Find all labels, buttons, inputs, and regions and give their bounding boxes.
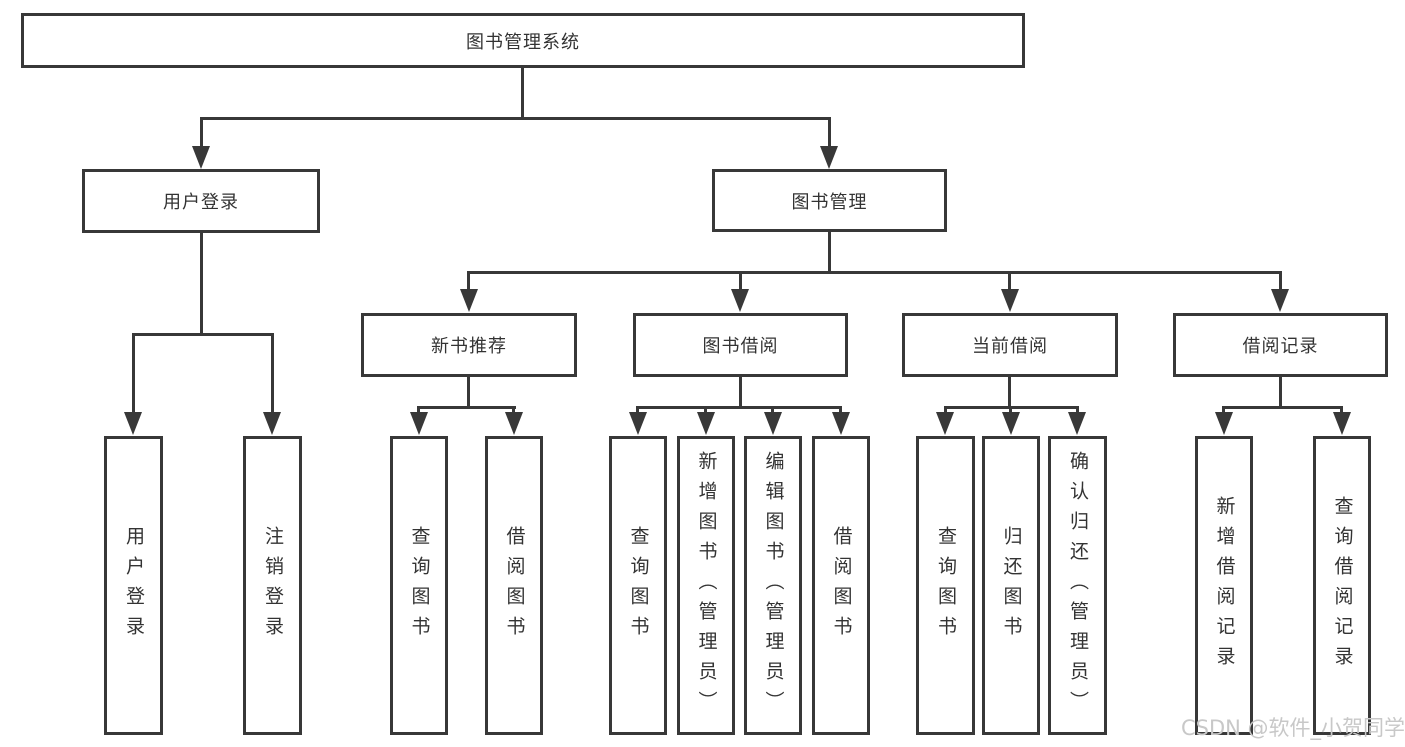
leaf-record-add-borrow-record: 新增借阅记录 — [1195, 436, 1253, 735]
connector-leaf-drop — [417, 406, 420, 416]
arrow-down-icon — [1215, 412, 1233, 435]
connector-to-leaf-user-login — [132, 333, 135, 414]
leaf-borrow-query-book: 查询图书 — [609, 436, 667, 735]
leaf-newbook-query-book: 查询图书 — [390, 436, 448, 735]
leaf-user-login: 用户登录 — [104, 436, 163, 735]
arrow-down-icon — [832, 412, 850, 435]
arrow-down-icon — [820, 146, 838, 169]
node-current-borrow: 当前借阅 — [902, 313, 1118, 377]
leaf-newbook-borrow-book: 借阅图书 — [485, 436, 543, 735]
leaf-borrow-edit-book-admin: 编辑图书（管理员） — [744, 436, 802, 735]
connector-to-book-borrow — [739, 271, 742, 293]
connector-book-management-trunk — [828, 232, 831, 274]
connector-leaf-drop — [944, 406, 947, 416]
connector-root-split — [200, 117, 831, 120]
leaf-borrow-add-book-admin: 新增图书（管理员） — [677, 436, 735, 735]
connector-borrow-record-trunk — [1279, 377, 1282, 409]
node-new-book-recommend: 新书推荐 — [361, 313, 577, 377]
node-root-library-system: 图书管理系统 — [21, 13, 1025, 68]
node-borrow-record: 借阅记录 — [1173, 313, 1388, 377]
arrow-down-icon — [460, 289, 478, 312]
node-book-borrow: 图书借阅 — [633, 313, 848, 377]
leaf-borrow-borrow-book: 借阅图书 — [812, 436, 870, 735]
arrow-down-icon — [410, 412, 428, 435]
leaf-current-return-book: 归还图书 — [982, 436, 1040, 735]
connector-user-login-trunk — [200, 232, 203, 336]
arrow-down-icon — [1002, 412, 1020, 435]
arrow-down-icon — [1001, 289, 1019, 312]
connector-to-book-management — [828, 117, 831, 149]
connector-root-trunk — [521, 68, 524, 119]
connector-leaf-drop — [1076, 406, 1079, 416]
arrow-down-icon — [1333, 412, 1351, 435]
connector-leaf-drop — [1340, 406, 1343, 416]
connector-to-current-borrow — [1008, 271, 1011, 293]
leaf-logout: 注销登录 — [243, 436, 302, 735]
arrow-down-icon — [697, 412, 715, 435]
arrow-down-icon — [764, 412, 782, 435]
connector-to-user-login — [200, 117, 203, 149]
connector-leaf-drop — [512, 406, 515, 416]
connector-leaf-drop — [636, 406, 639, 416]
connector-leaf-drop — [839, 406, 842, 416]
arrow-down-icon — [505, 412, 523, 435]
connector-leaf-drop — [1009, 406, 1012, 416]
arrow-down-icon — [629, 412, 647, 435]
arrow-down-icon — [936, 412, 954, 435]
connector-leaf-drop — [1222, 406, 1225, 416]
leaf-current-query-book: 查询图书 — [916, 436, 975, 735]
connector-to-borrow-record — [1279, 271, 1282, 293]
connector-book-management-split — [467, 271, 1282, 274]
node-user-login: 用户登录 — [82, 169, 320, 233]
connector-user-login-split — [132, 333, 274, 336]
connector-borrow-record-split — [1222, 406, 1343, 409]
connector-to-new-book — [467, 271, 470, 293]
arrow-down-icon — [1271, 289, 1289, 312]
csdn-watermark: CSDN @软件_小贺同学 — [1181, 716, 1405, 740]
arrow-down-icon — [263, 412, 281, 435]
arrow-down-icon — [124, 412, 142, 435]
connector-current-borrow-trunk — [1008, 377, 1011, 409]
arrow-down-icon — [192, 146, 210, 169]
arrow-down-icon — [1068, 412, 1086, 435]
connector-leaf-drop — [704, 406, 707, 416]
leaf-current-confirm-return-admin: 确认归还（管理员） — [1048, 436, 1107, 735]
connector-book-borrow-trunk — [739, 377, 742, 409]
connector-leaf-drop — [771, 406, 774, 416]
arrow-down-icon — [731, 289, 749, 312]
connector-new-book-trunk — [467, 377, 470, 409]
connector-book-borrow-split — [636, 406, 842, 409]
connector-to-leaf-logout — [271, 333, 274, 414]
connector-new-book-split — [417, 406, 516, 409]
node-book-management: 图书管理 — [712, 169, 947, 232]
leaf-record-query-borrow-record: 查询借阅记录 — [1313, 436, 1371, 735]
